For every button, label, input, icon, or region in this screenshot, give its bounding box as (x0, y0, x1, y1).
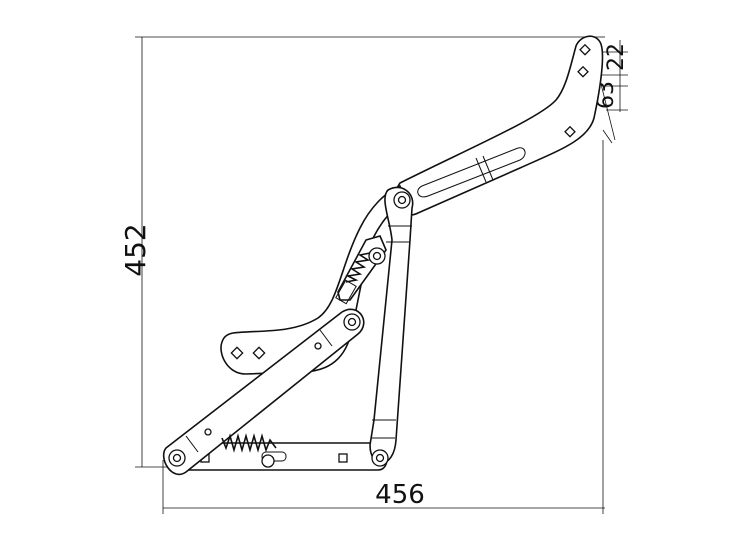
door-arm (394, 35, 604, 216)
upper-spring (345, 252, 371, 283)
width-dimension-label: 456 (375, 480, 425, 510)
height-dimension-label: 452 (119, 223, 152, 276)
diagonal-link (162, 308, 365, 476)
hinge-mechanism (162, 35, 604, 476)
dimension-lines (135, 36, 628, 514)
pivot-points (168, 191, 411, 467)
top-offset-dimension-label: 22 (604, 43, 629, 71)
lower-spring (221, 433, 277, 453)
